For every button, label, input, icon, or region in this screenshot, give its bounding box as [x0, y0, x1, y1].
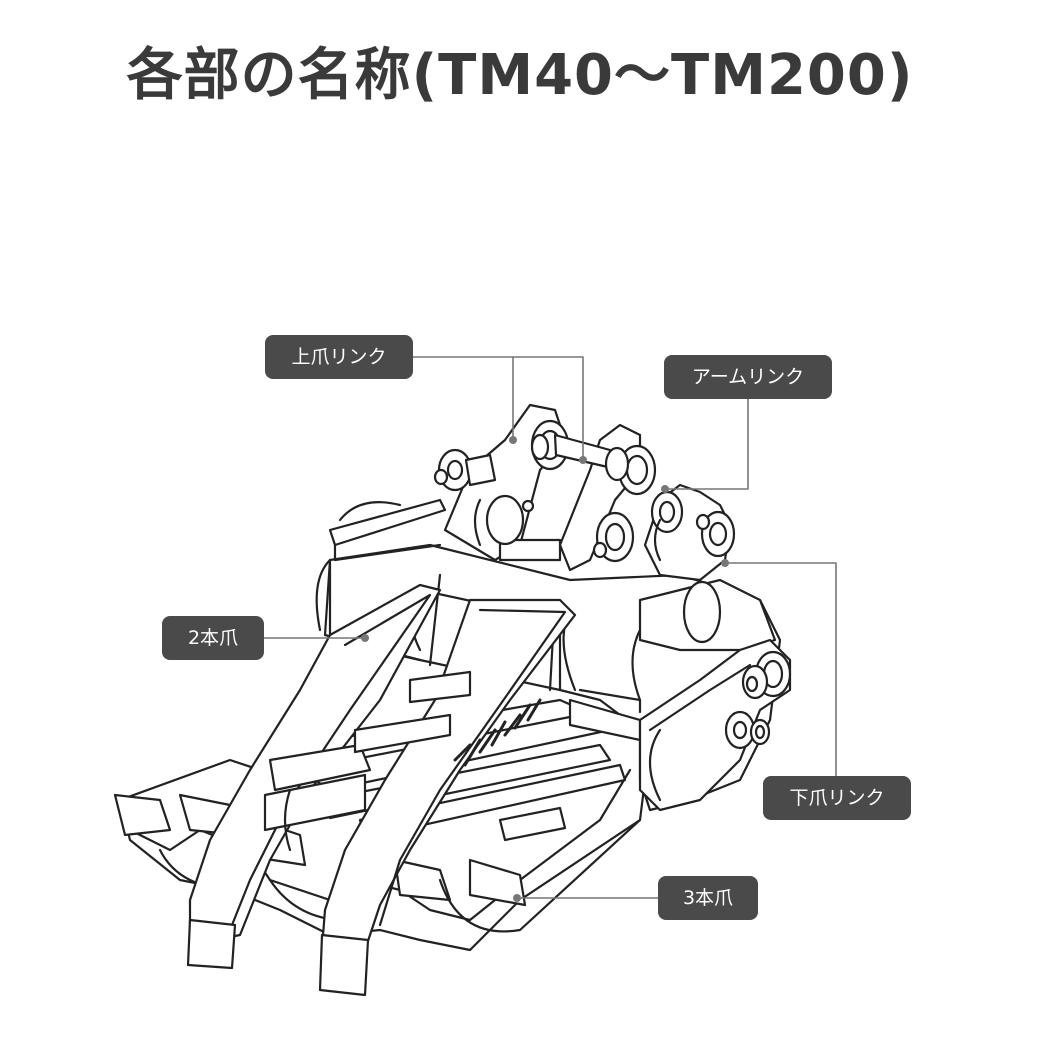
leader-arm-link [664, 398, 749, 490]
label-arm-link: アームリンク [664, 355, 832, 399]
lower-claw-link-part [638, 638, 792, 812]
arm-link-part [643, 483, 736, 582]
brand-logo-mark [453, 698, 542, 767]
label-upper-claw-link: 上爪リンク [265, 335, 413, 379]
leader-lower-claw-link [724, 562, 837, 801]
leader-upper-claw-link [412, 356, 584, 461]
label-two-claw: 2本爪 [162, 616, 264, 660]
upper-claw-link-part [433, 403, 657, 572]
leader-lines [263, 356, 837, 899]
label-three-claw: 3本爪 [658, 876, 758, 920]
page-title: 各部の名称(TM40～TM200) [126, 43, 914, 108]
leader-dots [361, 436, 729, 902]
two-claw-part [186, 583, 577, 997]
label-lower-claw-link: 下爪リンク [763, 776, 911, 820]
